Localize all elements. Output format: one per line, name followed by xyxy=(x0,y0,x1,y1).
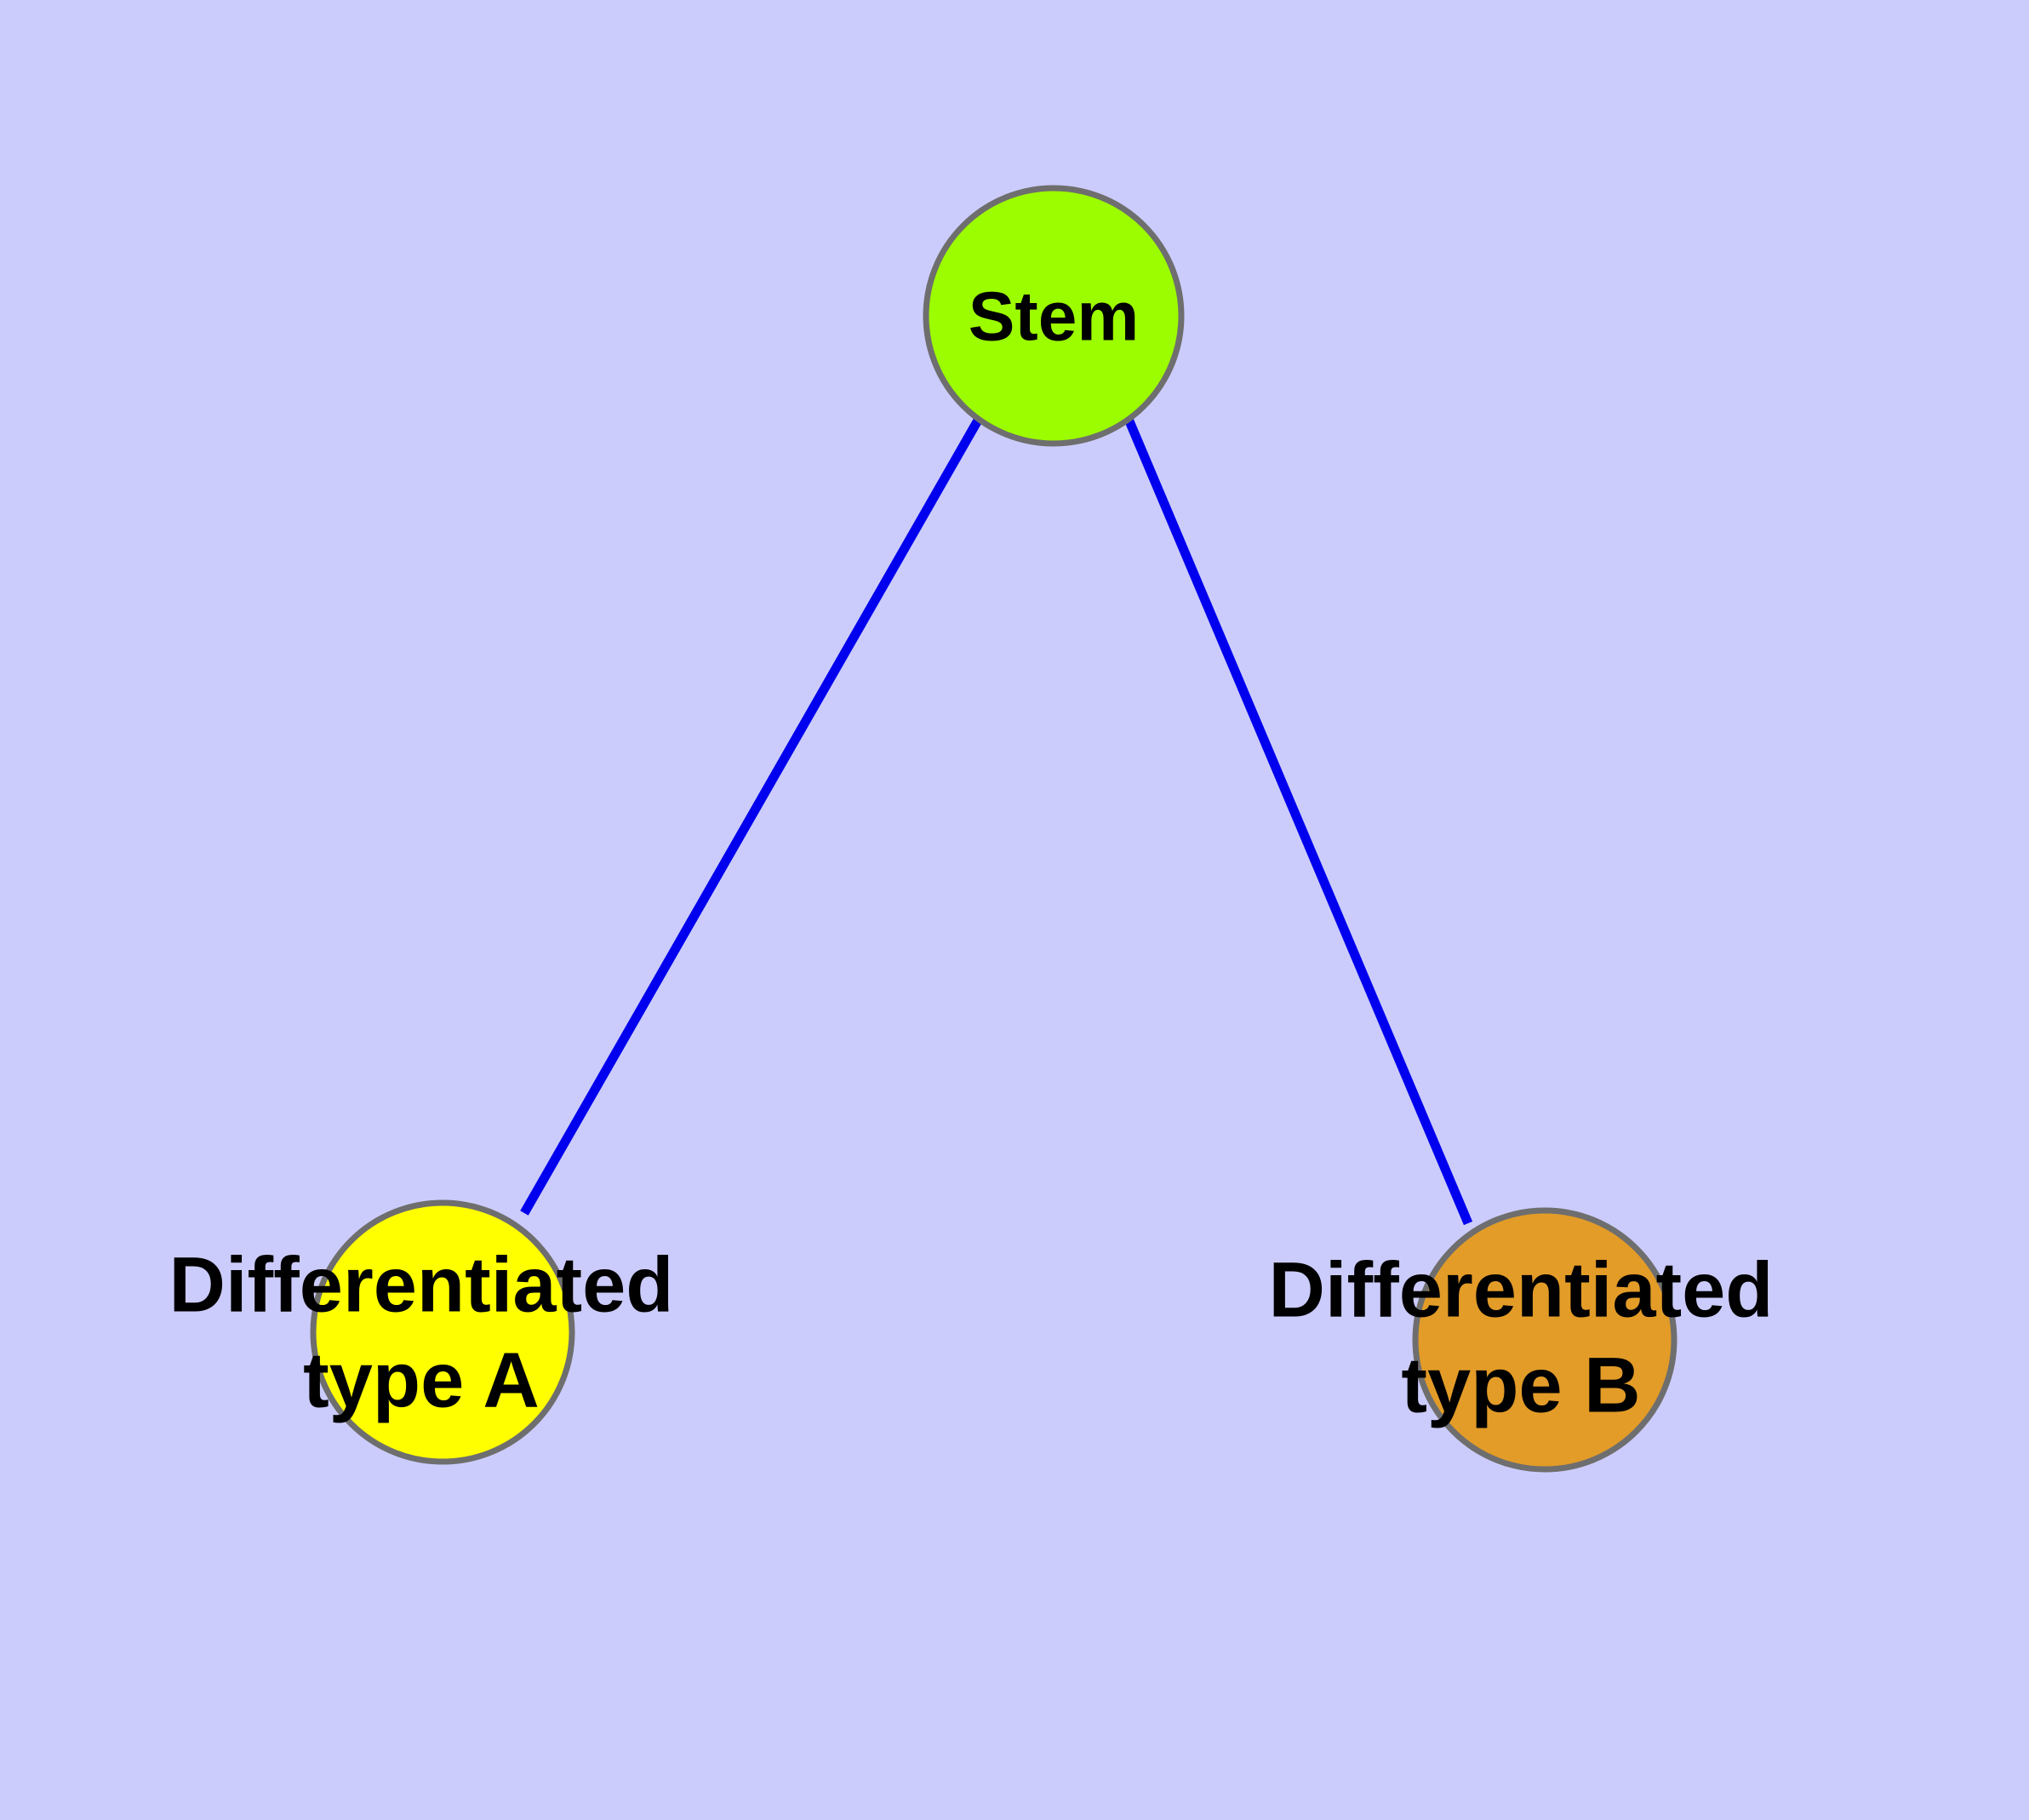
node-differentiated-type-b-label-line2: type B xyxy=(1401,1342,1640,1428)
labels-group: Stem Differentiated type A Differentiate… xyxy=(169,278,1774,1429)
node-differentiated-type-a-label-line2: type A xyxy=(303,1336,540,1423)
node-differentiated-type-a-circle[interactable] xyxy=(310,1199,575,1465)
node-differentiated-type-b-circle[interactable] xyxy=(1412,1207,1677,1473)
node-stem-circle[interactable] xyxy=(923,185,1185,447)
nodes-group xyxy=(310,185,1677,1473)
node-differentiated-type-a-label-line1: Differentiated xyxy=(169,1241,674,1328)
edge-stem-to-differentiated-type-a[interactable] xyxy=(520,416,983,1216)
node-differentiated-type-b-label-line1: Differentiated xyxy=(1269,1246,1774,1333)
edge-stem-to-differentiated-type-b[interactable] xyxy=(1123,415,1473,1226)
node-stem-label: Stem xyxy=(969,278,1140,356)
edges-group xyxy=(520,415,1473,1226)
